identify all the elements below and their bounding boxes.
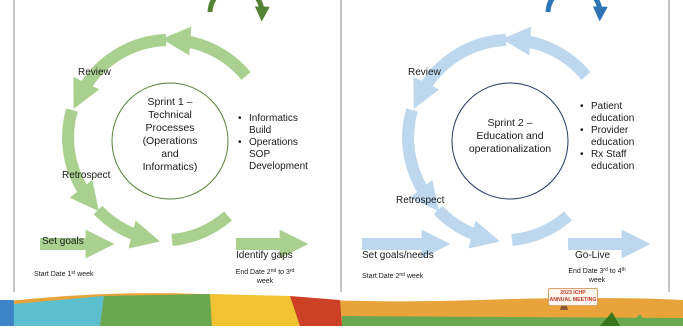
decorative-footer	[0, 293, 683, 326]
sprint2-loop-arrow	[545, 0, 608, 22]
sprint2-center-circle	[451, 82, 569, 200]
sprint1-review-arrow	[73, 34, 167, 109]
sprint2-review-arrow	[413, 34, 507, 109]
sprint1-retrospect-label: Retrospect	[62, 170, 111, 181]
sprint1-set-goals-label: Set goals	[42, 236, 84, 247]
sprint2-review-label: Review	[408, 67, 441, 78]
sprint2-set-goals-label: Set goals/needs	[362, 250, 434, 261]
sprint1-title: Sprint 1 – Technical Processes (Operatio…	[142, 96, 198, 173]
sprint1-loop-arrow	[207, 0, 270, 22]
sprint2-retrospect-label: Retrospect	[396, 195, 445, 206]
sprint2-title: Sprint 2 – Education and operationalizat…	[468, 117, 552, 155]
sprint2-bottom-left-arrow	[433, 205, 500, 249]
sprint1-review-label: Review	[78, 67, 111, 78]
sprint1-start-date: Start Date 1st week	[34, 270, 94, 278]
sprint1-top-arrow	[161, 26, 251, 80]
sprint1-end-date: End Date 2nd to 3rd week	[235, 268, 295, 285]
sprint2-cycle-arrows	[362, 0, 651, 259]
sprint2-top-arrow	[501, 26, 591, 80]
sprint2-end-date: End Date 3rd to 4th week	[568, 267, 626, 284]
sprint1-bottom-left-arrow	[93, 205, 160, 249]
sprint1-cycle-arrows	[40, 0, 309, 259]
sprint2-bottom-right-arc	[511, 211, 572, 246]
sprint1-retrospect-arrow	[62, 108, 99, 212]
sprint1-bottom-right-arc	[171, 211, 232, 246]
sprint1-identify-gaps-label: Identify gaps	[236, 250, 293, 261]
annual-meeting-badge: 2023 ICHP ANNUAL MEETING	[548, 288, 598, 306]
sprint2-go-live-label: Go-Live	[575, 250, 611, 261]
sprint1-center-circle	[111, 82, 229, 200]
sprint2-retrospect-arrow	[402, 108, 439, 212]
sprint2-start-date: Start Date 2nd week	[362, 272, 424, 280]
